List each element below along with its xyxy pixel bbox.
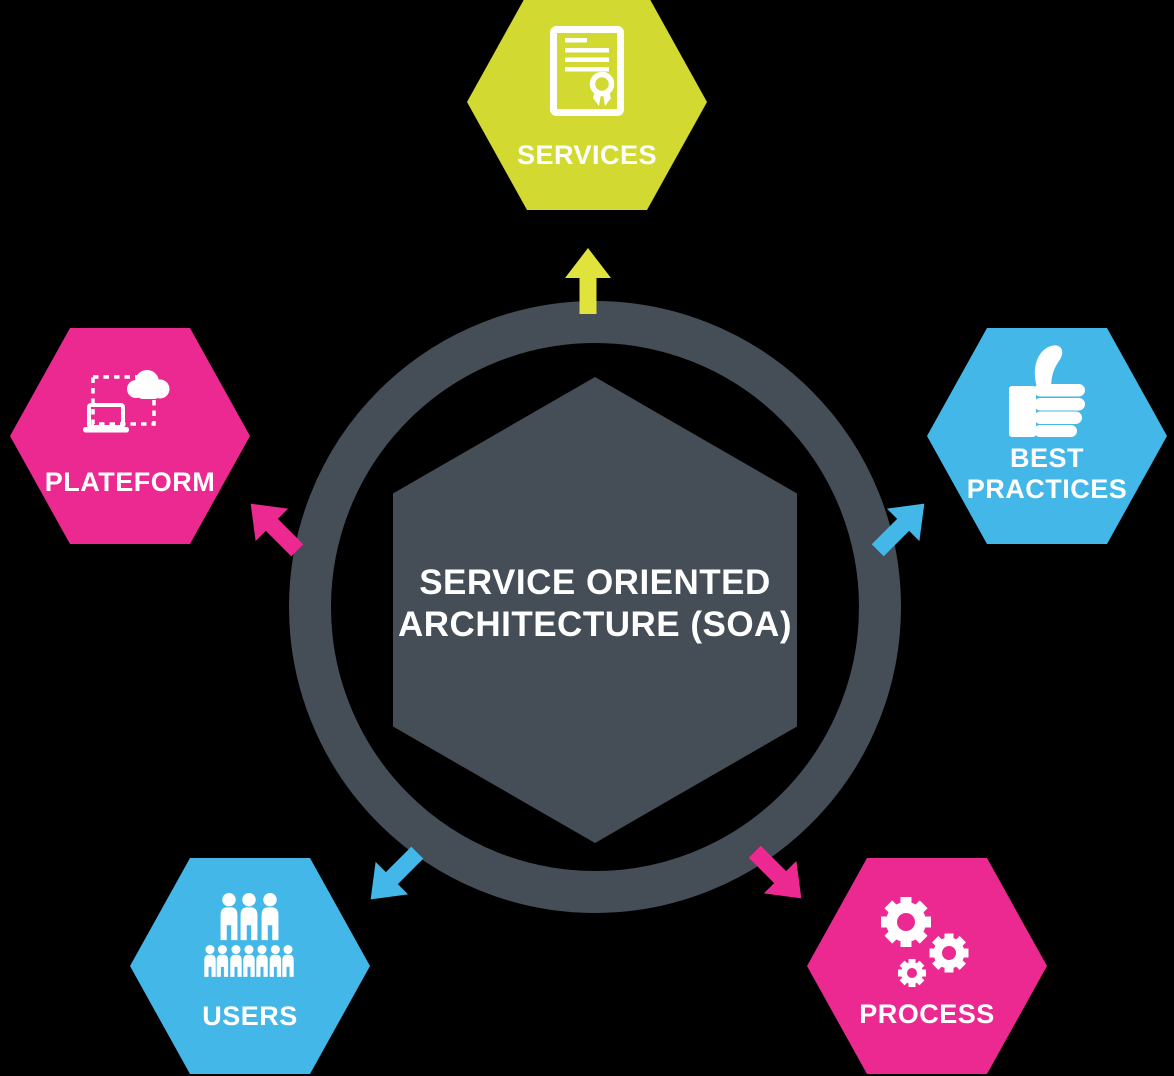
gear-hole bbox=[942, 946, 956, 960]
gears-icon bbox=[879, 896, 975, 992]
center-title: SERVICE ORIENTED ARCHITECTURE (SOA) bbox=[383, 562, 807, 646]
node-plateform: PLATEFORM bbox=[10, 328, 250, 544]
certificate-icon bbox=[549, 25, 625, 117]
node-users: USERS bbox=[130, 858, 370, 1074]
gear-hole bbox=[897, 913, 915, 931]
node-label-best-practices: BEST PRACTICES bbox=[966, 443, 1128, 504]
node-label-services: SERVICES bbox=[516, 140, 658, 170]
node-label-process: PROCESS bbox=[859, 999, 995, 1029]
thumbs-up-icon bbox=[1007, 342, 1087, 437]
arrow-up-left-icon bbox=[250, 503, 304, 557]
node-best-practices: BEST PRACTICES bbox=[927, 328, 1167, 544]
gear-hole bbox=[907, 968, 917, 978]
plateform-arrow bbox=[234, 487, 313, 566]
center-title-line2: ARCHITECTURE (SOA) bbox=[398, 605, 792, 644]
node-label-users: USERS bbox=[202, 1001, 298, 1031]
arrow-down-left-icon bbox=[370, 846, 424, 900]
arrow-up-icon bbox=[565, 248, 611, 314]
users-arrow bbox=[354, 836, 433, 915]
node-process: PROCESS bbox=[807, 858, 1047, 1074]
arrow-down-right-icon bbox=[748, 845, 802, 899]
services-arrow bbox=[565, 248, 611, 314]
people-group-icon bbox=[201, 892, 299, 978]
center-title-line1: SERVICE ORIENTED bbox=[419, 563, 771, 602]
arrow-up-right-icon bbox=[871, 503, 925, 557]
best-practices-arrow bbox=[861, 487, 940, 566]
node-label-plateform: PLATEFORM bbox=[44, 467, 216, 497]
laptop-cloud-icon bbox=[80, 368, 180, 443]
node-services: SERVICES bbox=[467, 0, 707, 210]
process-arrow bbox=[738, 835, 817, 914]
